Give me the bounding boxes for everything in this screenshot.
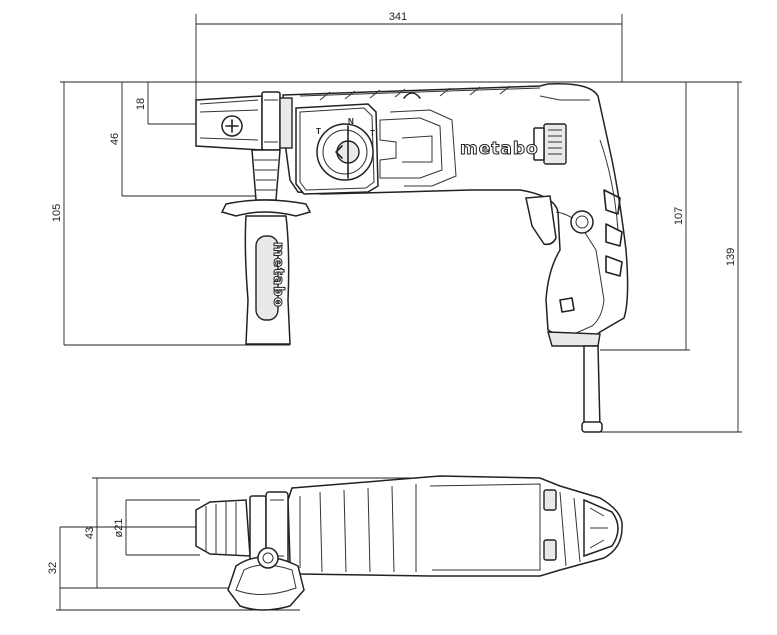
top-body-housing [287, 475, 623, 577]
dim-rear-height: 107 [673, 207, 685, 225]
dim-chuck-axis-height: 46 [109, 133, 121, 145]
dimension-labels: 341 18 46 105 107 139 43 ø21 32 [47, 11, 737, 574]
mode-mark-3: T [370, 129, 375, 138]
side-handle-stem [251, 149, 281, 201]
dim-overall-height: 139 [725, 248, 737, 266]
dim-chuck-height: 18 [135, 98, 147, 110]
power-cable [583, 345, 601, 431]
body-logo: metabo [460, 139, 539, 159]
side-screw [570, 210, 594, 234]
dim-overall-length: 341 [389, 11, 407, 23]
trigger [525, 195, 557, 246]
mode-mark-1: T [316, 127, 321, 136]
top-side-handle [227, 556, 305, 611]
dim-side-offset: 32 [47, 562, 59, 574]
dimension-lines [56, 14, 742, 611]
dim-top-width: 43 [84, 527, 96, 539]
mode-mark-2: N [348, 117, 354, 126]
top-view [195, 475, 623, 611]
top-chuck [195, 499, 251, 557]
side-handle-guard [220, 199, 312, 217]
side-view: metabo T N T metabo [195, 83, 629, 433]
handle-logo: metabo [270, 242, 286, 308]
dim-chuck-diameter: ø21 [113, 519, 125, 538]
dim-handle-height: 105 [51, 204, 63, 222]
top-handle-knob [257, 547, 279, 569]
